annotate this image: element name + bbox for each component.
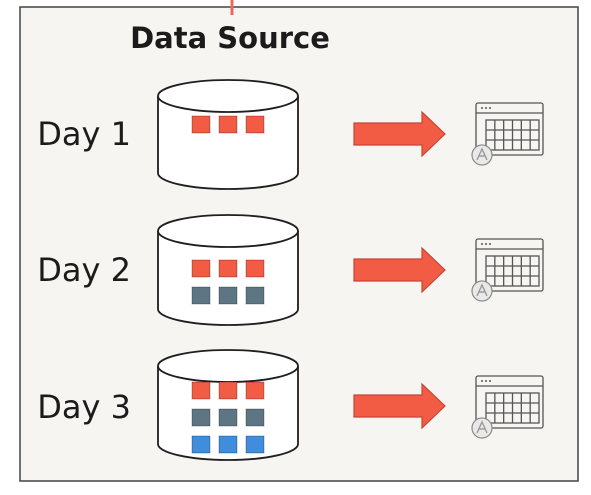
table-icon xyxy=(475,375,544,429)
badge-icon xyxy=(471,417,493,439)
database-icon xyxy=(157,79,299,190)
data-block xyxy=(218,381,238,400)
database-top xyxy=(157,214,299,248)
right-arrow-icon xyxy=(353,246,446,294)
data-block xyxy=(191,286,211,305)
window-dot xyxy=(485,243,487,245)
window-dot xyxy=(481,380,483,382)
data-block xyxy=(218,408,238,427)
day-label: Day 3 xyxy=(37,388,131,426)
badge-glyph xyxy=(476,147,488,161)
table-frame xyxy=(475,238,544,292)
right-arrow-icon xyxy=(353,382,446,430)
data-block xyxy=(191,115,211,134)
row-day-3: Day 3 xyxy=(37,349,544,461)
data-block xyxy=(191,259,211,278)
data-block xyxy=(245,408,265,427)
diagram-title: Data Source xyxy=(130,21,330,55)
right-arrow-icon xyxy=(353,110,446,158)
day-label: Day 1 xyxy=(37,115,131,153)
data-block xyxy=(191,408,211,427)
day-label: Day 2 xyxy=(37,251,131,289)
window-dot xyxy=(481,243,483,245)
row-day-2: Day 2 xyxy=(37,214,544,326)
badge-icon xyxy=(471,144,493,166)
data-block xyxy=(218,115,238,134)
table-frame xyxy=(475,102,544,156)
database-top xyxy=(157,79,299,113)
database-top xyxy=(157,349,299,383)
badge-icon xyxy=(471,280,493,302)
data-block xyxy=(245,115,265,134)
table-icon xyxy=(475,238,544,292)
data-block xyxy=(245,259,265,278)
rows-layer: Day 1 Day 2 Day 3 xyxy=(37,79,544,461)
data-block xyxy=(218,435,238,454)
data-block xyxy=(191,381,211,400)
window-dot xyxy=(481,107,483,109)
data-block xyxy=(218,286,238,305)
data-block xyxy=(191,435,211,454)
data-block xyxy=(245,286,265,305)
badge-glyph xyxy=(476,420,488,434)
data-block xyxy=(218,259,238,278)
window-dot xyxy=(485,380,487,382)
data-block xyxy=(245,435,265,454)
window-dot xyxy=(485,107,487,109)
window-dot xyxy=(489,380,491,382)
data-block xyxy=(245,381,265,400)
window-dot xyxy=(489,243,491,245)
table-icon xyxy=(475,102,544,156)
table-frame xyxy=(475,375,544,429)
badge-glyph xyxy=(476,283,488,297)
row-day-1: Day 1 xyxy=(37,79,544,190)
window-dot xyxy=(489,107,491,109)
